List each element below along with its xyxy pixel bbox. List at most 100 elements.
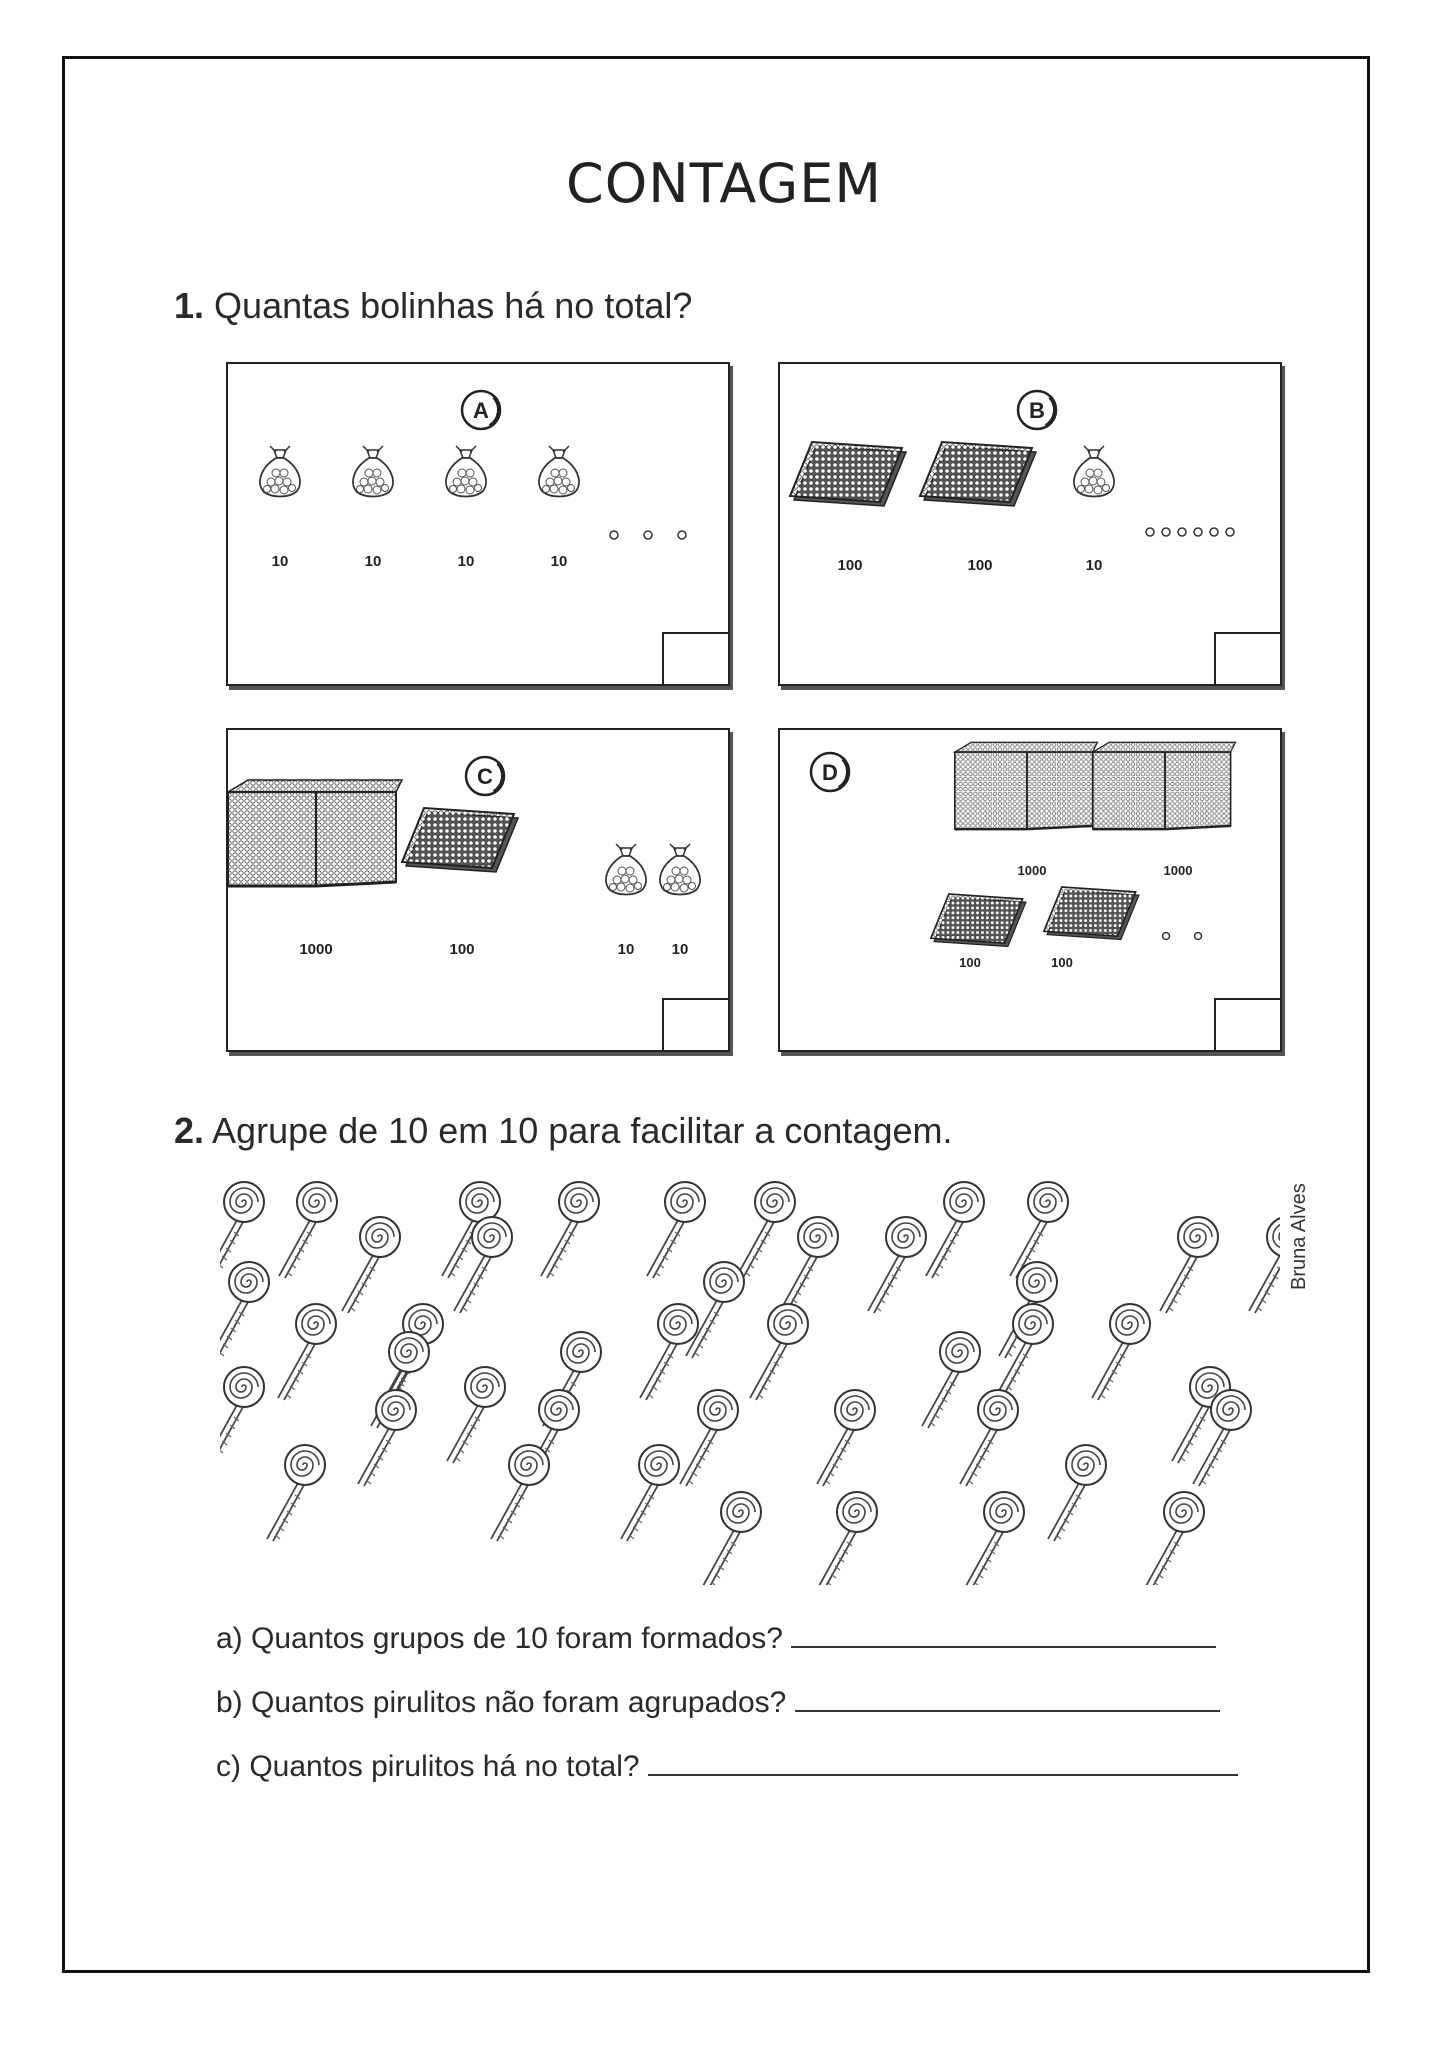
panel-a-illustration: A 10 10 10 10	[259, 389, 687, 570]
loose-dots	[1145, 527, 1235, 537]
lollipop-icon	[921, 1331, 981, 1429]
lollipop-icon	[341, 1216, 401, 1314]
lollipop-icon	[994, 1303, 1054, 1401]
lollipop-icon	[867, 1216, 927, 1314]
question-2: 2. Agrupe de 10 em 10 para facilitar a c…	[174, 1110, 953, 1152]
lollipop-icon	[266, 1444, 326, 1542]
quantity-label: 10	[1086, 557, 1103, 574]
sub-question-b-text: b) Quantos pirulitos não foram agrupados…	[216, 1686, 787, 1719]
lollipop-icon	[965, 1491, 1025, 1585]
letter-badge: C	[464, 755, 506, 797]
sub-question-c: c) Quantos pirulitos há no total?	[216, 1750, 1238, 1784]
lollipop-icon	[779, 1216, 839, 1314]
lollipop-icon	[639, 1303, 699, 1401]
panel-b: B 100 100 10	[778, 362, 1282, 686]
quantity-label: 1000	[1018, 863, 1047, 878]
lollipop-icon	[490, 1444, 550, 1542]
bag-icon	[605, 843, 647, 896]
quantity-label: 100	[959, 955, 981, 970]
lollipop-icon	[749, 1303, 809, 1401]
lollipop-icon	[277, 1303, 337, 1401]
question-1-text: Quantas bolinhas há no total?	[214, 285, 693, 326]
answer-box[interactable]	[662, 998, 728, 1050]
answer-line[interactable]	[791, 1645, 1217, 1648]
loose-dots	[1161, 931, 1203, 941]
answer-box[interactable]	[1214, 998, 1280, 1050]
bag-icon	[259, 445, 301, 498]
lollipop-icon	[1091, 1303, 1151, 1401]
sub-question-c-text: c) Quantos pirulitos há no total?	[216, 1750, 640, 1783]
lollipop-icon	[620, 1444, 680, 1542]
lollipop-icon	[646, 1181, 706, 1279]
question-1: 1. Quantas bolinhas há no total?	[174, 285, 692, 327]
panel-d: D 1000 1000 100 100	[778, 728, 1282, 1052]
credit-text: Bruna Alves	[1288, 1183, 1310, 1290]
letter-badge: D	[809, 751, 851, 793]
lollipop-icon	[818, 1491, 878, 1585]
lollipop-icon	[925, 1181, 985, 1279]
letter-badge: B	[1016, 389, 1058, 431]
bag-icon	[538, 445, 580, 498]
sub-question-a-text: a) Quantos grupos de 10 foram formados?	[216, 1622, 783, 1655]
answer-line[interactable]	[794, 1709, 1220, 1712]
flat-icon	[1042, 886, 1140, 941]
page-frame	[62, 56, 1370, 1973]
quantity-label: 10	[458, 553, 475, 570]
lollipop-icon	[1248, 1216, 1280, 1314]
panel-b-illustration: B 100 100 10	[789, 389, 1235, 574]
quantity-label: 1000	[1164, 863, 1193, 878]
panel-c-illustration: C 1000 100 10 10	[228, 755, 701, 958]
lollipop-icon	[446, 1366, 506, 1464]
quantity-label: 100	[449, 941, 474, 958]
bag-icon	[1073, 445, 1115, 498]
quantity-label: 10	[672, 941, 689, 958]
lollipop-icon	[540, 1181, 600, 1279]
flat-icon	[401, 807, 519, 873]
panel-a: A 10 10 10 10	[226, 362, 730, 686]
quantity-label: 10	[365, 553, 382, 570]
sub-question-b: b) Quantos pirulitos não foram agrupados…	[216, 1686, 1220, 1720]
lollipop-field	[220, 1181, 1280, 1585]
question-2-text: Agrupe de 10 em 10 para facilitar a cont…	[212, 1110, 953, 1151]
quantity-label: 1000	[299, 941, 332, 958]
bag-icon	[659, 843, 701, 896]
lollipop-icon	[453, 1216, 513, 1314]
answer-box[interactable]	[662, 632, 728, 684]
panel-letter: A	[473, 398, 489, 423]
lollipop-icon	[357, 1389, 417, 1487]
panel-c: C 1000 100 10 10	[226, 728, 730, 1052]
flat-icon	[919, 441, 1037, 507]
quantity-label: 10	[551, 553, 568, 570]
page-title: CONTAGEM	[566, 152, 882, 215]
question-2-number: 2.	[174, 1110, 205, 1151]
cube-icon	[228, 778, 404, 888]
loose-dots	[609, 530, 687, 540]
quantity-label: 10	[272, 553, 289, 570]
lollipop-icon	[1047, 1444, 1107, 1542]
lollipop-icon	[1145, 1491, 1205, 1585]
lollipop-icon	[685, 1261, 745, 1359]
lollipop-icon	[1159, 1216, 1219, 1314]
lollipop-icon	[816, 1389, 876, 1487]
panel-letter: B	[1029, 398, 1045, 423]
quantity-label: 100	[1051, 955, 1073, 970]
quantity-label: 100	[967, 557, 992, 574]
lollipop-icon	[736, 1181, 796, 1279]
cube-icon	[1091, 740, 1237, 831]
question-1-number: 1.	[174, 285, 205, 326]
panel-letter: D	[822, 760, 838, 785]
lollipop-icon	[702, 1491, 762, 1585]
letter-badge: A	[460, 389, 502, 431]
lollipop-icon	[679, 1389, 739, 1487]
answer-box[interactable]	[1214, 632, 1280, 684]
flat-icon	[929, 893, 1027, 948]
answer-line[interactable]	[647, 1773, 1238, 1776]
lollipop-icon	[220, 1366, 265, 1464]
sub-question-a: a) Quantos grupos de 10 foram formados?	[216, 1622, 1217, 1656]
panel-d-illustration: D 1000 1000 100 100	[809, 740, 1237, 970]
flat-icon	[789, 441, 907, 507]
quantity-label: 10	[618, 941, 635, 958]
panel-letter: C	[477, 764, 493, 789]
lollipop-icon	[278, 1181, 338, 1279]
bag-icon	[352, 445, 394, 498]
